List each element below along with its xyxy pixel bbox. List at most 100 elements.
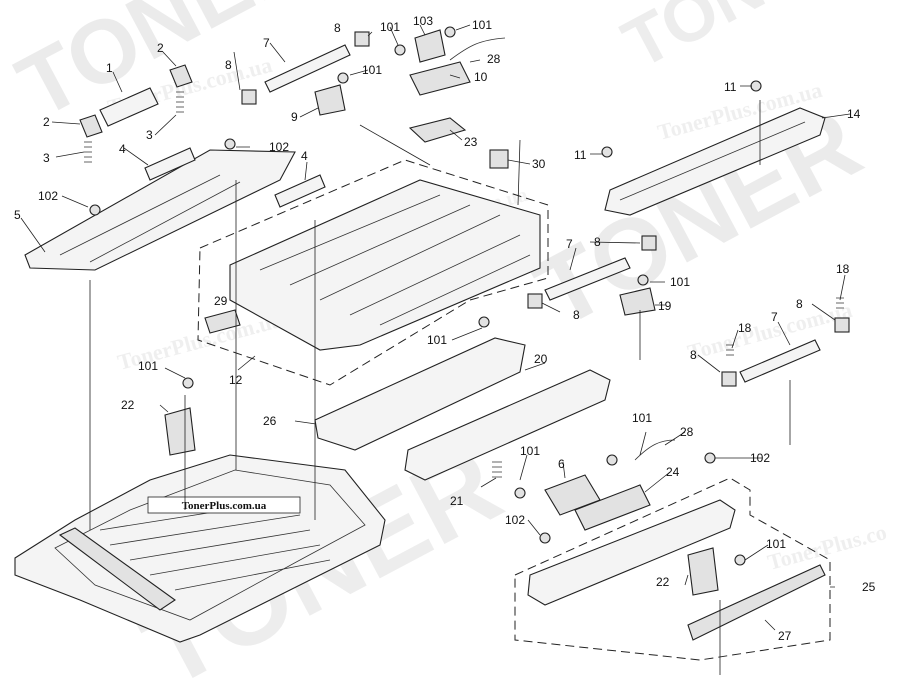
callout-102-left: 102 [38, 189, 58, 203]
callout-7-top: 7 [263, 36, 270, 50]
part-12-tray-ribs [259, 194, 531, 326]
screw-101-h [606, 454, 618, 466]
base-frame-arm [58, 527, 176, 611]
callout-14: 14 [847, 107, 861, 121]
part-3-spring-left [84, 141, 92, 163]
callout-24: 24 [666, 465, 680, 479]
callout-101-top-b: 101 [472, 18, 492, 32]
callout-28-top: 28 [487, 52, 501, 66]
part-7-roller-middle [544, 257, 631, 301]
part-8-cap-top-right [354, 31, 370, 47]
part-12-tray-body [229, 179, 541, 351]
callout-101-center: 101 [427, 333, 447, 347]
callout-102-bottom-left: 102 [505, 513, 525, 527]
callout-11-middle: 11 [574, 148, 587, 162]
callout-101-middle-right: 101 [670, 275, 690, 289]
screw-11-a [750, 80, 762, 92]
callout-101-bottom-b: 101 [632, 411, 652, 425]
callout-26: 26 [263, 414, 277, 428]
screw-101-d [637, 274, 649, 286]
part-27-strip [687, 564, 826, 641]
part-8-cap-top-left [241, 89, 257, 105]
part-12-paper-tray [204, 179, 541, 351]
screw-101-b [444, 26, 456, 38]
part-23-plate [408, 117, 467, 143]
screw-101-f [182, 377, 194, 389]
callout-5: 5 [14, 208, 21, 222]
screw-101-c [337, 72, 349, 84]
screw-102-b [89, 204, 101, 216]
screw-101-a [394, 44, 406, 56]
part-2-bushing-left [79, 114, 103, 138]
callout-102-top: 102 [269, 140, 289, 154]
part-14-long-cover [604, 107, 826, 216]
stamp-box [147, 496, 301, 514]
callout-7-right: 7 [771, 310, 778, 324]
callout-8-top: 8 [334, 21, 341, 35]
part-22-hinge-left [164, 407, 196, 456]
screw-102-d [539, 532, 551, 544]
part-28-cable-bottom [634, 439, 676, 461]
callout-23: 23 [464, 135, 478, 149]
callout-102-bottom-right: 102 [750, 451, 770, 465]
callout-18-lower: 18 [738, 321, 752, 335]
part-3-spring-right [176, 91, 184, 113]
assembly-reference-lines [89, 100, 791, 675]
callout-2-top: 2 [157, 41, 164, 55]
screw-101-e [478, 316, 490, 328]
leader-lines [20, 24, 851, 631]
part-28-cable-top [449, 37, 506, 61]
callout-101-top-a: 101 [380, 20, 400, 34]
callout-30: 30 [532, 157, 546, 171]
callout-19: 19 [658, 299, 672, 313]
callout-8-right-lower: 8 [690, 348, 697, 362]
part-7-roller-top [264, 44, 351, 93]
part-19-bracket [619, 287, 656, 316]
callout-11-top: 11 [724, 80, 737, 94]
callout-29: 29 [214, 294, 228, 308]
outline-guide-assembly-25 [514, 477, 831, 661]
part-8-cap-right-lower [721, 371, 737, 387]
callout-103: 103 [413, 14, 433, 28]
part-14-detail [619, 121, 806, 201]
callout-101-top-c: 101 [362, 63, 382, 77]
callout-12: 12 [229, 373, 243, 387]
callout-8-right-upper: 8 [796, 297, 803, 311]
part-8-cap-middle-right [641, 235, 657, 251]
stamp-text: TonerPlus.com.ua [182, 500, 267, 512]
part-4-shaft-left [144, 147, 196, 181]
screw-102-c [704, 452, 716, 464]
screw-101-i [734, 554, 746, 566]
stamp-label: TonerPlus.com.ua [147, 496, 301, 514]
callout-7-middle: 7 [566, 237, 573, 251]
watermark-toner-1: TONER [2, 0, 326, 138]
callout-101-left: 101 [138, 359, 158, 373]
callout-8-bottom-middle: 8 [573, 308, 580, 322]
part-29-pad [204, 309, 241, 334]
screw-102-a [224, 138, 236, 150]
callout-10: 10 [474, 70, 488, 84]
callout-4-left: 4 [119, 142, 126, 156]
part-103-lever [414, 29, 446, 63]
part-9-bracket [314, 84, 346, 116]
part-25-bar [527, 499, 736, 606]
callout-27: 27 [778, 629, 792, 643]
callout-labels: 1 2 2 3 3 4 4 5 6 7 7 7 8 8 8 8 8 8 9 10… [14, 14, 876, 643]
callout-18-upper: 18 [836, 262, 850, 276]
callout-21: 21 [450, 494, 464, 508]
part-4-shaft-right [274, 174, 326, 208]
part-24-plate [574, 484, 651, 531]
part-30-block [489, 149, 509, 169]
watermark-toner-4: TONER [610, 0, 862, 83]
part-22-hinge-right [687, 547, 719, 596]
callout-2-left: 2 [43, 115, 50, 129]
callout-8-middle: 8 [594, 235, 601, 249]
part-8-cap-right-upper [834, 317, 850, 333]
part-21-spring [492, 461, 502, 478]
callout-28-bottom: 28 [680, 425, 694, 439]
screw-11-b [601, 146, 613, 158]
part-26-guide [314, 337, 526, 451]
callout-101-bottom-a: 101 [520, 444, 540, 458]
part-2-bushing-right [169, 64, 193, 88]
